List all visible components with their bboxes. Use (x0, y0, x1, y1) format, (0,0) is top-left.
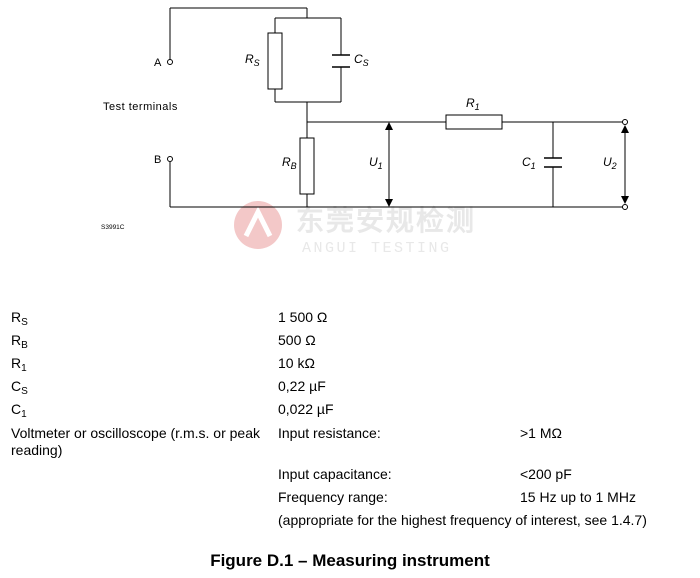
figure-code: S3991C (101, 224, 125, 231)
terminal-a (167, 59, 173, 65)
watermark: 东莞安规检测 ANGUI TESTING (234, 201, 476, 257)
spec-r1-symbol: R1 (11, 355, 27, 374)
spec-frequency-label: Frequency range: (278, 489, 388, 505)
label-c1: C1 (522, 155, 536, 171)
terminal-b (167, 156, 173, 162)
spec-rb-value: 500 Ω (278, 332, 316, 348)
spec-input-resistance-label: Input resistance: (278, 425, 381, 441)
figure-caption: Figure D.1 – Measuring instrument (210, 551, 490, 570)
capacitor-c1 (544, 157, 562, 168)
resistor-rb (299, 137, 315, 195)
label-rb: RB (282, 155, 297, 171)
resistor-r1 (445, 114, 503, 130)
voltage-arrow-u2 (621, 125, 629, 204)
watermark-en: ANGUI TESTING (302, 240, 452, 257)
circuit-wires (169, 7, 625, 208)
spec-r1-value: 10 kΩ (278, 355, 315, 371)
spec-note: (appropriate for the highest frequency o… (278, 512, 647, 528)
spec-frequency-value: 15 Hz up to 1 MHz (520, 489, 636, 505)
watermark-cn: 东莞安规检测 (296, 204, 476, 237)
spec-rs-symbol: RS (11, 309, 28, 328)
spec-rb-symbol: RB (11, 332, 28, 351)
label-terminal-b: B (154, 154, 162, 166)
resistor-rs (267, 32, 283, 90)
terminal-out-bottom (622, 204, 628, 210)
spec-cs-symbol: CS (11, 378, 28, 397)
spec-c1-value: 0,022 µF (278, 401, 334, 417)
capacitor-cs (332, 54, 350, 68)
label-cs: CS (354, 52, 369, 68)
terminal-out-top (622, 119, 628, 125)
voltage-arrow-u1 (385, 122, 393, 207)
circuit-diagram: 东莞安规检测 ANGUI TESTING (101, 7, 629, 257)
spec-c1-symbol: C1 (11, 401, 27, 420)
spec-meter-label: Voltmeter or oscilloscope (r.m.s. or pea… (11, 425, 260, 458)
spec-cs-value: 0,22 µF (278, 378, 326, 394)
spec-input-capacitance-label: Input capacitance: (278, 466, 392, 482)
label-r1: R1 (466, 96, 480, 112)
spec-input-capacitance-value: <200 pF (520, 466, 572, 482)
label-u1: U1 (369, 155, 383, 171)
spec-input-resistance-value: >1 MΩ (520, 425, 562, 441)
watermark-logo (234, 201, 282, 249)
label-test-terminals: Test terminals (103, 101, 178, 113)
label-rs: RS (245, 52, 260, 68)
label-terminal-a: A (154, 57, 162, 69)
label-u2: U2 (603, 155, 617, 171)
spec-rs-value: 1 500 Ω (278, 309, 328, 325)
